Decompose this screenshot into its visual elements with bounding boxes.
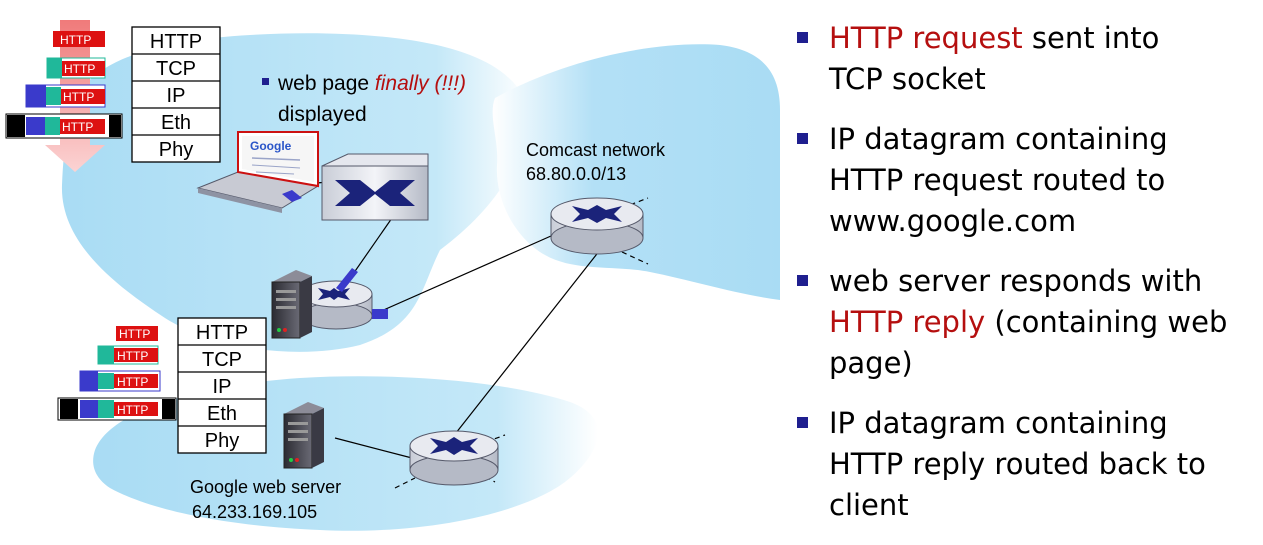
bullet-line: client (829, 488, 909, 522)
stack-top-layer-phy: Phy (159, 139, 193, 161)
bullet-list: HTTP request sent into TCP socket IP dat… (795, 18, 1263, 545)
packet-label: HTTP (63, 90, 94, 104)
note-line1: web page finally (!!!) (277, 72, 466, 95)
bullet-http-request: HTTP request sent into TCP socket (795, 18, 1263, 100)
bullet-square-icon (797, 417, 808, 428)
note-line2: displayed (278, 103, 367, 126)
bullet-server-responds: web server responds with HTTP reply (con… (795, 261, 1263, 384)
packet-label: HTTP (117, 349, 148, 363)
browser-google-logo: Google (250, 139, 292, 153)
bullet-square-icon (797, 133, 808, 144)
google-router-icon (409, 430, 499, 486)
stack-top-layer-ip: IP (167, 85, 186, 107)
stack-bottom-layer-http: HTTP (196, 322, 248, 344)
google-server-ip: 64.233.169.105 (192, 502, 317, 522)
stack-bottom-layer-phy: Phy (205, 430, 239, 452)
google-server-icon (283, 402, 324, 469)
bottom-packet-labels: HTTP HTTP HTTP HTTP (117, 327, 150, 417)
stack-top-layer-eth: Eth (161, 112, 191, 134)
bullet-request-routed: IP datagram containing HTTP request rout… (795, 119, 1263, 242)
ethernet-switch-icon (321, 153, 429, 221)
bullet-square-icon (797, 32, 808, 43)
top-packets (5, 31, 123, 139)
bullet-line: page) (829, 346, 913, 380)
note-emphasis: finally (!!!) (375, 72, 466, 95)
packet-label: HTTP (62, 120, 93, 134)
bullet-reply-routed: IP datagram containing HTTP reply routed… (795, 403, 1263, 526)
home-router-icon (299, 268, 388, 330)
top-packet-labels: HTTP HTTP HTTP HTTP (60, 33, 95, 134)
comcast-router-icon (550, 197, 644, 255)
comcast-network-name: Comcast network (526, 140, 666, 160)
stack-bottom-layer-ip: IP (213, 376, 232, 398)
bullet-line: web server responds with (829, 264, 1203, 298)
bullet-line: HTTP request sent into (829, 21, 1160, 55)
stack-top-layer-tcp: TCP (156, 58, 196, 80)
comcast-network-prefix: 68.80.0.0/13 (526, 164, 626, 184)
laptop-icon (196, 131, 320, 213)
bullet-line: HTTP request routed to (829, 163, 1166, 197)
bullet-line: HTTP reply routed back to (829, 447, 1206, 481)
packet-label: HTTP (117, 403, 148, 417)
packet-label: HTTP (64, 62, 95, 76)
note-bullet-icon (262, 78, 269, 85)
bullet-emphasis: HTTP reply (829, 305, 986, 339)
packet-label: HTTP (60, 33, 91, 47)
bullet-emphasis: HTTP request (829, 21, 1023, 55)
protocol-stack-top (131, 26, 221, 163)
bullet-line: HTTP reply (containing web (829, 305, 1228, 339)
home-server-icon (271, 270, 312, 339)
google-server-name: Google web server (190, 477, 341, 497)
packet-label: HTTP (117, 375, 148, 389)
bottom-packets (57, 326, 177, 421)
stack-bottom-layer-eth: Eth (207, 403, 237, 425)
bullet-line: TCP socket (829, 62, 986, 96)
stack-top-layer-http: HTTP (150, 31, 202, 53)
packet-label: HTTP (119, 327, 150, 341)
bullet-line: www.google.com (829, 204, 1077, 238)
stack-bottom-layer-tcp: TCP (202, 349, 242, 371)
protocol-stack-bottom (177, 317, 267, 454)
bullet-square-icon (797, 275, 808, 286)
bullet-line: IP datagram containing (829, 406, 1168, 440)
bullet-line: IP datagram containing (829, 122, 1168, 156)
